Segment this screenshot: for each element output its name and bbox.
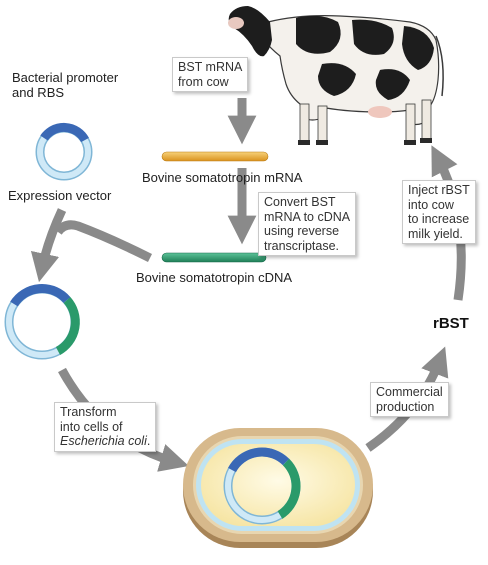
mrna-label: Bovine somatotropin mRNA xyxy=(142,170,302,185)
inject-note-line-1: Inject rBST xyxy=(408,183,470,198)
arrow-cdna-to-vector xyxy=(58,225,150,258)
transform-note-line-2: into cells of xyxy=(60,420,150,435)
recombinant-plasmid xyxy=(9,289,75,355)
bacterial-promoter-line-1: Bacterial promoter xyxy=(12,70,118,85)
bst-mrna-note-line-1: BST mRNA xyxy=(178,60,242,75)
convert-note-line-3: using reverse xyxy=(264,224,350,239)
transform-note-line-1: Transform xyxy=(60,405,150,420)
cow-illustration xyxy=(228,6,443,145)
inject-note: Inject rBST into cow to increase milk yi… xyxy=(402,180,476,244)
expression-vector-label: Expression vector xyxy=(8,188,111,203)
arrow-vector-down xyxy=(42,210,62,268)
convert-note-line-2: mRNA to cDNA xyxy=(264,210,350,225)
transform-note-line-3: Escherichia coli. xyxy=(60,434,150,449)
bacterial-promoter-label: Bacterial promoter and RBS xyxy=(12,70,118,100)
commercial-note: Commercial production xyxy=(370,382,449,417)
cdna-label: Bovine somatotropin cDNA xyxy=(136,270,292,285)
commercial-note-line-1: Commercial xyxy=(376,385,443,400)
inject-note-line-2: into cow xyxy=(408,198,470,213)
transform-period: . xyxy=(147,434,150,448)
bacterial-promoter-line-2: and RBS xyxy=(12,85,118,100)
transform-note: Transform into cells of Escherichia coli… xyxy=(54,402,156,452)
ecoli-name: Escherichia coli xyxy=(60,434,147,448)
bst-mrna-note: BST mRNA from cow xyxy=(172,57,248,92)
cdna-bar xyxy=(162,253,266,262)
inject-note-line-4: milk yield. xyxy=(408,227,470,242)
rbst-label: rBST xyxy=(433,316,469,331)
convert-note-line-4: transcriptase. xyxy=(264,239,350,254)
commercial-note-line-2: production xyxy=(376,400,443,415)
convert-note-line-1: Convert BST xyxy=(264,195,350,210)
ecoli-cell xyxy=(183,428,373,548)
inject-note-line-3: to increase xyxy=(408,212,470,227)
expression-vector-plasmid xyxy=(40,127,88,176)
convert-note: Convert BST mRNA to cDNA using reverse t… xyxy=(258,192,356,256)
bst-mrna-note-line-2: from cow xyxy=(178,75,242,90)
mrna-bar xyxy=(162,152,268,161)
